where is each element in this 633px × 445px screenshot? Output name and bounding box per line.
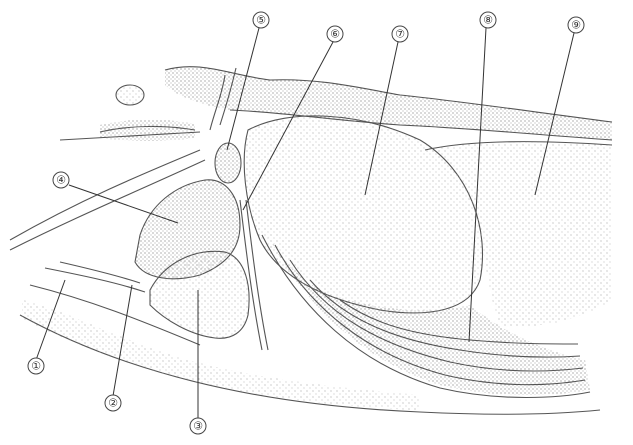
callout-3-label: ③ [193, 420, 203, 433]
callout-9-label: ⑨ [571, 19, 581, 32]
callout-5: ⑤ [253, 12, 269, 28]
callout-8: ⑧ [480, 12, 496, 28]
callout-2: ② [105, 395, 121, 411]
callout-6-label: ⑥ [330, 28, 340, 41]
callout-9: ⑨ [568, 17, 584, 33]
structure-7-mass [244, 116, 482, 313]
callout-6: ⑥ [327, 26, 343, 42]
callout-8-label: ⑧ [483, 14, 493, 27]
callout-4: ④ [53, 172, 69, 188]
callout-7-label: ⑦ [395, 28, 405, 41]
callout-1: ① [28, 358, 44, 374]
callout-2-label: ② [108, 397, 118, 410]
callout-1-label: ① [31, 360, 41, 373]
callout-3: ③ [190, 418, 206, 434]
structure-2-spine [45, 262, 145, 292]
callout-7: ⑦ [392, 26, 408, 42]
callout-5-label: ⑤ [256, 14, 266, 27]
callout-4-label: ④ [56, 174, 66, 187]
